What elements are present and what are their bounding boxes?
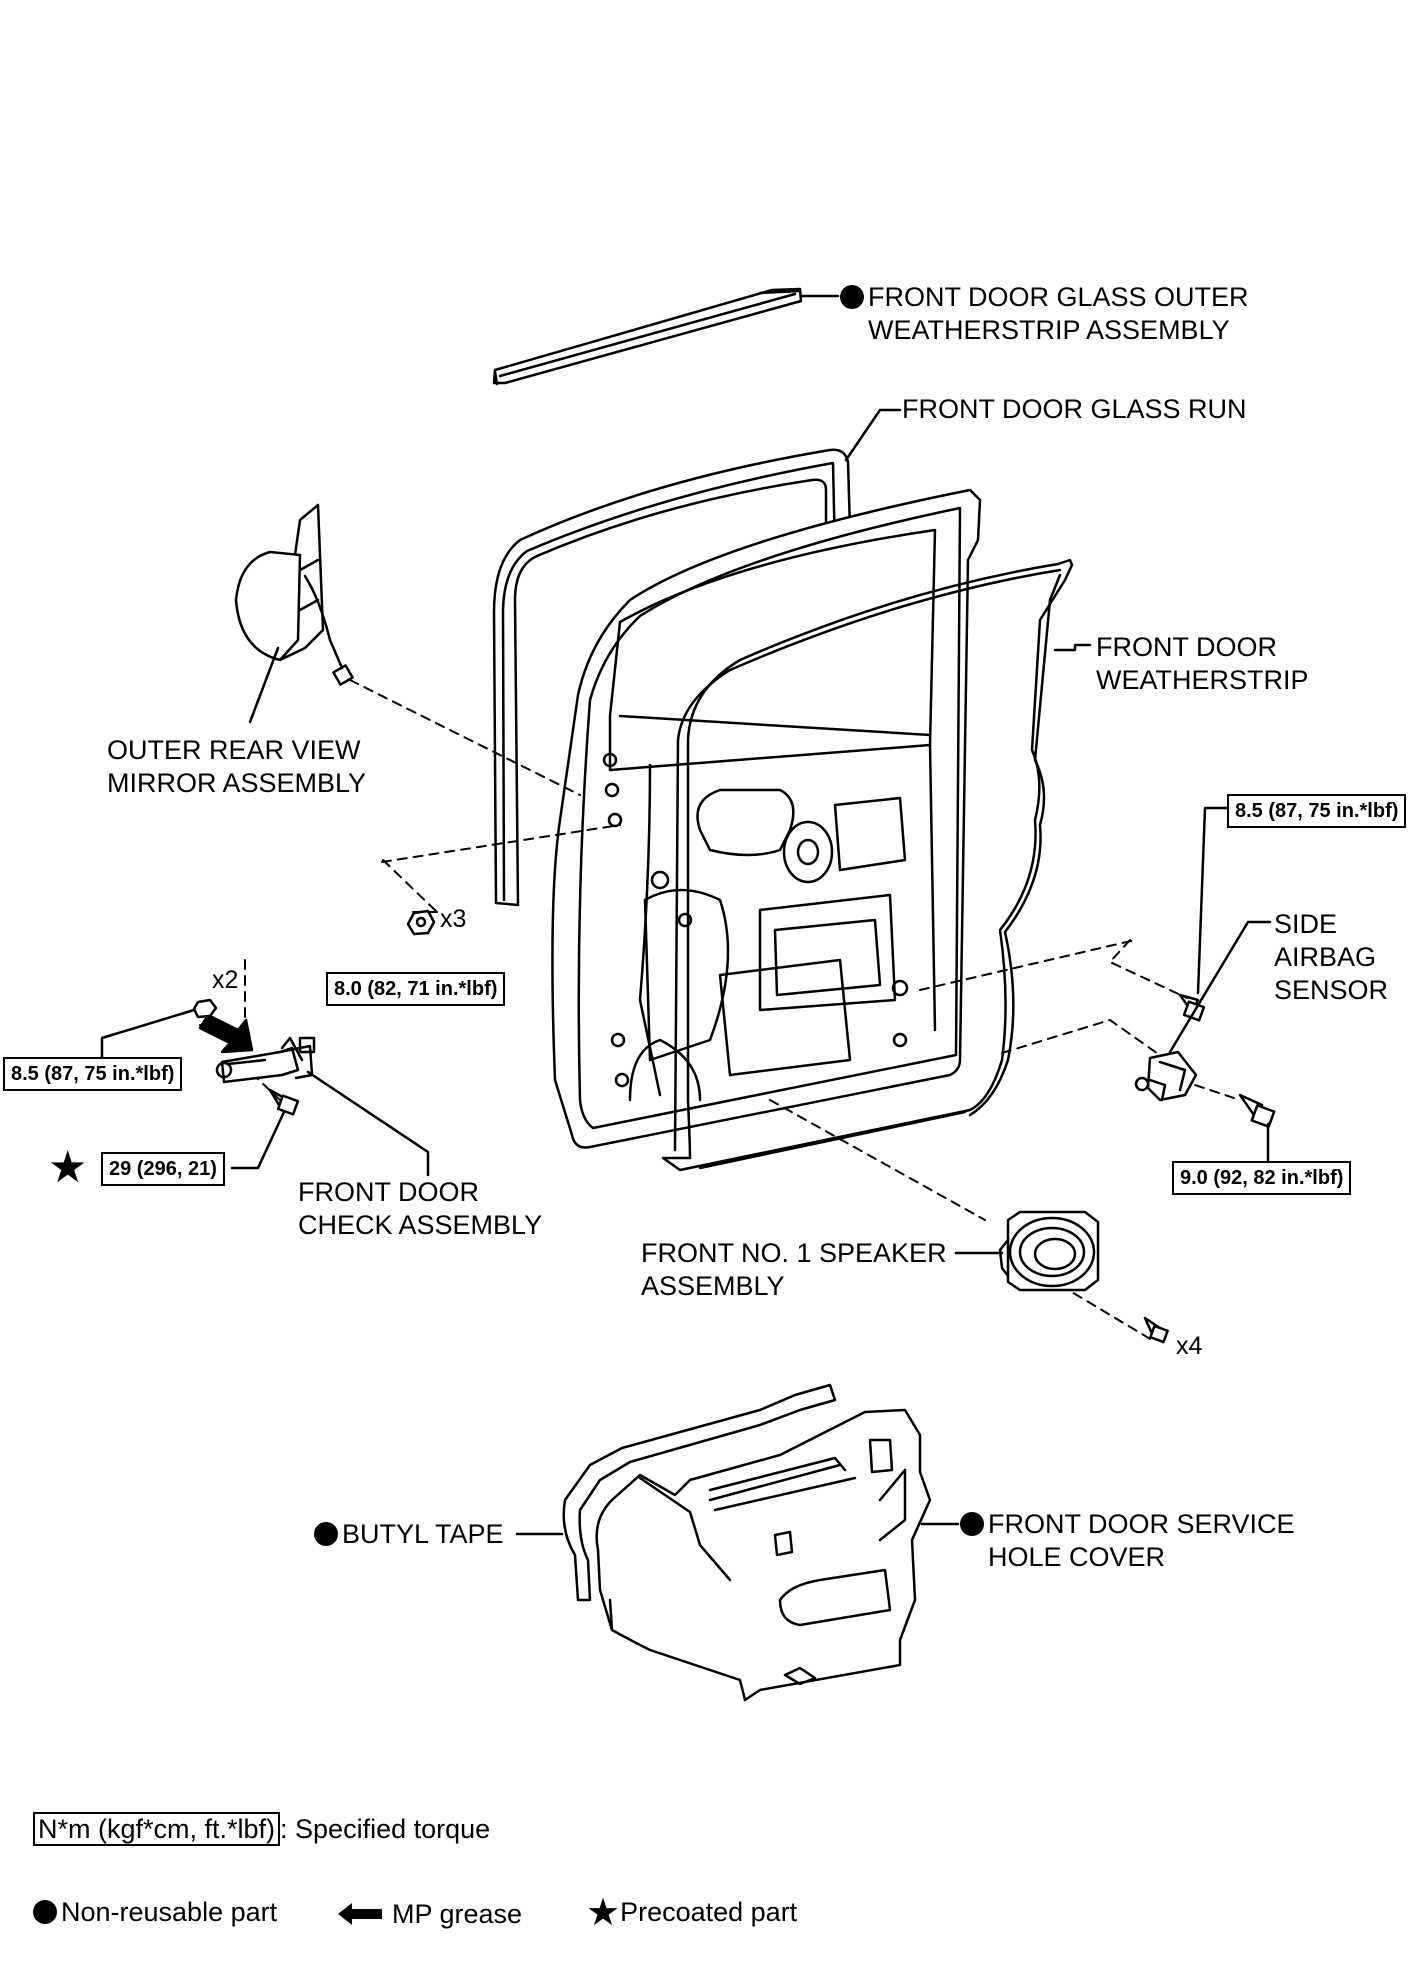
torque-airbag-top: 8.5 (87, 75 in.*lbf) [1227, 794, 1407, 828]
filled-circle-icon [33, 1900, 57, 1924]
torque-airbag-bottom: 9.0 (92, 82 in.*lbf) [1172, 1161, 1352, 1195]
legend-precoated: ★Precoated part [586, 1892, 798, 1934]
star-icon: ★ [586, 1892, 621, 1934]
torque-check-bolt: 29 (296, 21) [101, 1152, 225, 1186]
leader-glass-run [844, 408, 902, 462]
service-hole-cover-part [595, 1408, 932, 1702]
outer-mirror-part [234, 503, 354, 686]
legend-mp-grease: MP grease [338, 1897, 522, 1931]
qty-mirror-nuts: x3 [440, 905, 467, 933]
side-airbag-sensor-part [1134, 1050, 1198, 1102]
non-reusable-icon [314, 1522, 338, 1546]
mirror-nut [406, 909, 436, 936]
left-arrow-icon [338, 1903, 382, 1925]
legend-torque: N*m (kgf*cm, ft.*lbf): Specified torque [33, 1812, 490, 1846]
label-glass-run: FRONT DOOR GLASS RUN [902, 394, 1247, 424]
check-nut [192, 998, 218, 1019]
precoated-icon-check-bolt: ★ [48, 1143, 88, 1192]
non-reusable-icon [840, 285, 864, 309]
legend-torque-text: : Specified torque [280, 1814, 491, 1844]
label-butyl-tape: BUTYL TAPE [314, 1518, 504, 1551]
label-glass-outer-weatherstrip: FRONT DOOR GLASS OUTER WEATHERSTRIP ASSE… [840, 281, 1249, 347]
legend-non-reusable: Non-reusable part [33, 1895, 277, 1929]
airbag-bottom-bolt [1238, 1093, 1276, 1128]
qty-check-nuts: x2 [212, 966, 239, 994]
torque-check-nuts: 8.5 (87, 75 in.*lbf) [3, 1057, 183, 1091]
qty-speaker-screws: x4 [1176, 1332, 1203, 1360]
torque-mirror-nuts: 8.0 (82, 71 in.*lbf) [326, 972, 506, 1006]
speaker-part [998, 1210, 1100, 1292]
check-bolt [268, 1088, 300, 1116]
leader-door-check [306, 1070, 430, 1177]
legend-torque-box: N*m (kgf*cm, ft.*lbf) [33, 1812, 281, 1846]
leader-mirror [248, 646, 280, 724]
speaker-screw [1143, 1316, 1169, 1344]
door-panel-part [551, 488, 982, 1149]
door-weatherstrip-part [661, 558, 1074, 1172]
non-reusable-icon [960, 1512, 984, 1536]
label-service-hole-cover: FRONT DOOR SERVICE HOLE COVER [960, 1508, 1295, 1574]
door-check-part [215, 1036, 316, 1084]
mp-grease-arrow [198, 1013, 254, 1054]
leader-check-nut [100, 1008, 196, 1060]
leader-airbag-top-bolt [1196, 806, 1239, 995]
leader-door-weatherstrip [1053, 643, 1092, 652]
leader-airbag [1168, 920, 1272, 1054]
glass-outer-weatherstrip-part [492, 287, 803, 386]
butyl-tape-part [562, 1383, 837, 1602]
leader-check-bolt [230, 1110, 286, 1170]
